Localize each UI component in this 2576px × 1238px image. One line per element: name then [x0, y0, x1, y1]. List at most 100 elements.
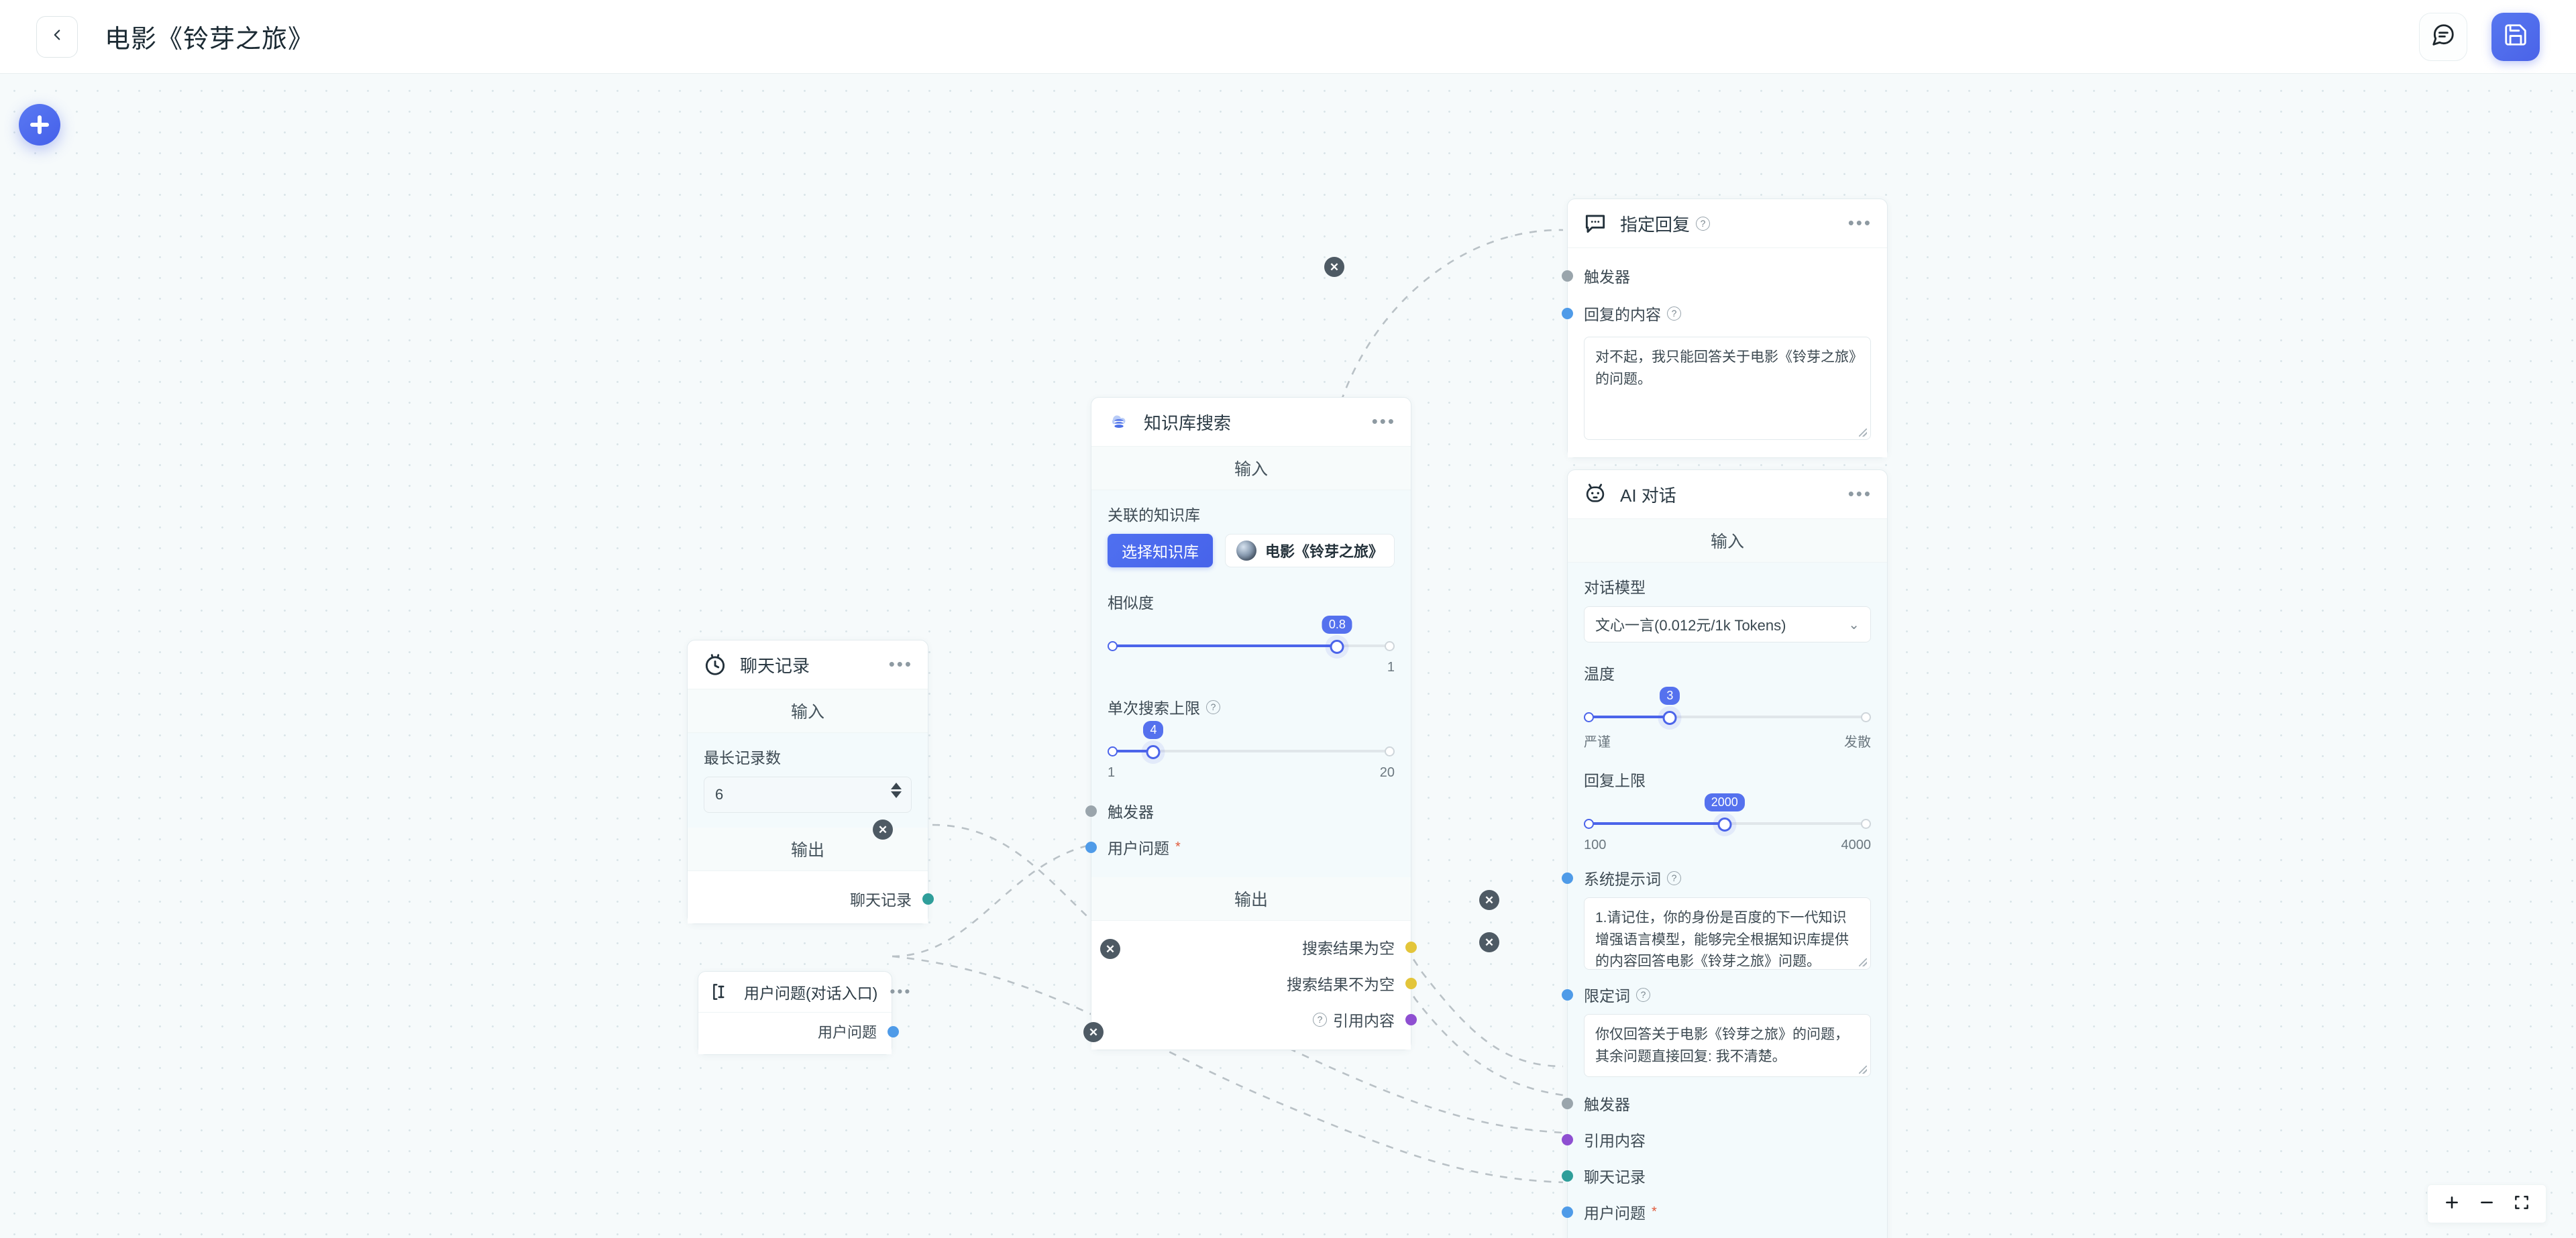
zoom-controls[interactable] [2427, 1184, 2546, 1223]
top-bar: 电影《铃芽之旅》 [0, 0, 2576, 74]
port-row[interactable]: 触发器 [1085, 795, 1395, 826]
node-menu-button[interactable]: ••• [888, 654, 913, 675]
knowledge-base-chip[interactable]: 电影《铃芽之旅》 [1224, 534, 1395, 567]
node-header[interactable]: 指定回复 ? ••• [1568, 199, 1887, 248]
node-menu-button[interactable]: ••• [1847, 484, 1872, 504]
port-dot-yellow[interactable] [1405, 977, 1417, 989]
node-user-question-entry[interactable]: 用户问题(对话入口) ••• 用户问题 [698, 971, 910, 1055]
qualifier-textarea[interactable]: 你仅回答关于电影《铃芽之旅》的问题，其余问题直接回复: 我不清楚。 [1584, 1014, 1871, 1077]
port-row[interactable]: 搜索结果不为空 [1108, 968, 1417, 999]
edge-delete-button[interactable]: ✕ [873, 820, 893, 840]
port-row[interactable]: 触发器 [1562, 1088, 1871, 1119]
node-header[interactable]: AI 对话 ••• [1568, 470, 1887, 519]
temperature-slider[interactable]: 3 [1584, 687, 1871, 726]
node-ai-chat[interactable]: AI 对话 ••• 输入 对话模型 文心一言(0.012元/1k Tokens)… [1562, 469, 1888, 1238]
node-menu-button[interactable]: ••• [1847, 213, 1872, 233]
save-button[interactable] [2491, 12, 2540, 61]
edge-delete-button[interactable]: ✕ [1479, 890, 1499, 910]
node-chat-history[interactable]: 聊天记录 ••• 输入 最长记录数 6 输出 聊天记录 [687, 640, 934, 924]
edge-delete-button[interactable]: ✕ [1100, 939, 1120, 959]
port-row[interactable]: 限定词 ? [1562, 979, 1871, 1010]
port-row[interactable]: 用户问题 [713, 1018, 899, 1045]
port-row[interactable]: 引用内容 [1562, 1124, 1871, 1155]
zoom-in-button[interactable] [2434, 1189, 2469, 1219]
stepper-arrows[interactable] [891, 783, 902, 798]
port-dot-yellow[interactable] [1405, 941, 1417, 953]
port-dot-gray[interactable] [1562, 270, 1573, 282]
similarity-slider[interactable]: 0.8 [1108, 616, 1395, 655]
help-icon[interactable]: ? [1667, 870, 1681, 885]
port-row[interactable]: 聊天记录 [1562, 1160, 1871, 1191]
node-menu-button[interactable]: ••• [890, 982, 912, 1001]
knowledge-base-icon [1106, 409, 1132, 435]
node-header[interactable]: 聊天记录 ••• [688, 640, 928, 689]
port-row[interactable]: 系统提示词 ? [1562, 862, 1871, 893]
port-row[interactable]: 聊天记录 [704, 883, 934, 914]
max-records-stepper[interactable]: 6 [704, 777, 912, 813]
search-limit-range: 1 20 [1108, 765, 1395, 781]
model-select[interactable]: 文心一言(0.012元/1k Tokens) ⌄ [1584, 606, 1871, 642]
system-prompt-textarea[interactable]: 1.请记住，你的身份是百度的下一代知识增强语言模型，能够完全根据知识库提供的内容… [1584, 897, 1871, 970]
top-bar-actions [2419, 12, 2540, 61]
search-limit-slider[interactable]: 4 [1108, 721, 1395, 760]
port-dot-blue[interactable] [1562, 872, 1573, 884]
search-limit-thumb[interactable] [1146, 744, 1161, 759]
comment-button[interactable] [2419, 12, 2467, 61]
node-header[interactable]: 用户问题(对话入口) ••• [698, 972, 910, 1013]
zoom-out-button[interactable] [2469, 1189, 2504, 1219]
port-dot-gray[interactable] [1562, 1097, 1573, 1109]
reply-limit-thumb[interactable] [1717, 817, 1732, 832]
qualifier-label: 限定词 ? [1584, 983, 1650, 1006]
port-dot-purple[interactable] [1562, 1133, 1573, 1145]
edge-delete-button[interactable]: ✕ [1083, 1022, 1104, 1042]
node-body: 触发器 回复的内容 ? 对不起，我只能回答关于电影《铃芽之旅》的问题。 [1562, 248, 1887, 457]
port-dot-purple[interactable] [1405, 1013, 1417, 1025]
node-assigned-reply[interactable]: 指定回复 ? ••• 触发器 回复的内容 ? 对不起，我只能回答关于电影《铃芽之… [1562, 199, 1888, 458]
node-knowledge-base-search[interactable]: 知识库搜索 ••• 输入 关联的知识库 选择知识库 电影《铃芽之旅》 相似度 0… [1085, 397, 1417, 1050]
help-icon[interactable]: ? [1636, 987, 1650, 1002]
help-icon[interactable]: ? [1313, 1012, 1327, 1027]
model-label: 对话模型 [1584, 579, 1646, 596]
help-icon[interactable]: ? [1206, 699, 1220, 714]
port-row[interactable]: 搜索结果为空 [1108, 932, 1417, 962]
search-limit-min-label: 1 [1108, 765, 1116, 780]
port-label-text: 用户问题 [1108, 840, 1169, 857]
edge-delete-button[interactable]: ✕ [1324, 257, 1344, 277]
reply-content-textarea[interactable]: 对不起，我只能回答关于电影《铃芽之旅》的问题。 [1584, 337, 1871, 440]
port-dot-gray[interactable] [1085, 805, 1097, 817]
port-dot-teal[interactable] [1562, 1170, 1573, 1182]
fit-view-button[interactable] [2504, 1189, 2539, 1219]
comment-icon [2430, 22, 2456, 51]
help-icon[interactable]: ? [1667, 306, 1681, 321]
port-dot-blue[interactable] [888, 1025, 899, 1037]
temperature-thumb[interactable] [1662, 710, 1677, 725]
port-dot-blue[interactable] [1562, 989, 1573, 1001]
port-label-text: 引用内容 [1333, 1012, 1395, 1029]
port-row[interactable]: 用户问题* [1085, 832, 1395, 862]
select-knowledge-base-button[interactable]: 选择知识库 [1108, 534, 1213, 567]
add-node-button[interactable] [19, 104, 60, 146]
port-dot-teal[interactable] [922, 893, 934, 905]
port-dot-blue[interactable] [1562, 1206, 1573, 1218]
stepper-up-icon[interactable] [891, 783, 902, 789]
temperature-max-label: 发散 [1844, 735, 1871, 750]
port-row[interactable]: 触发器 [1562, 260, 1871, 291]
port-row[interactable]: 用户问题* [1562, 1196, 1871, 1227]
port-row[interactable]: ? 引用内容 [1108, 1004, 1417, 1035]
back-button[interactable] [36, 15, 78, 58]
reply-limit-label: 回复上限 [1584, 772, 1646, 789]
slider-rail [1589, 716, 1866, 718]
stepper-down-icon[interactable] [891, 791, 902, 798]
port-row[interactable]: 回复的内容 ? [1562, 298, 1871, 329]
node-menu-button[interactable]: ••• [1371, 411, 1396, 432]
node-header[interactable]: 知识库搜索 ••• [1091, 398, 1411, 447]
similarity-thumb[interactable] [1330, 639, 1344, 654]
reply-limit-slider[interactable]: 2000 [1584, 793, 1871, 832]
port-label-search-not-empty: 搜索结果不为空 [1287, 976, 1395, 993]
workflow-canvas[interactable]: ✕ ✕ ✕ ✕ ✕ ✕ 聊天记录 ••• 输入 最长记录数 6 [0, 74, 2576, 1238]
port-dot-blue[interactable] [1085, 841, 1097, 853]
edge-delete-button[interactable]: ✕ [1479, 932, 1499, 952]
search-limit-label: 单次搜索上限 ? [1108, 695, 1395, 718]
help-icon[interactable]: ? [1696, 216, 1711, 231]
port-dot-blue[interactable] [1562, 307, 1573, 319]
